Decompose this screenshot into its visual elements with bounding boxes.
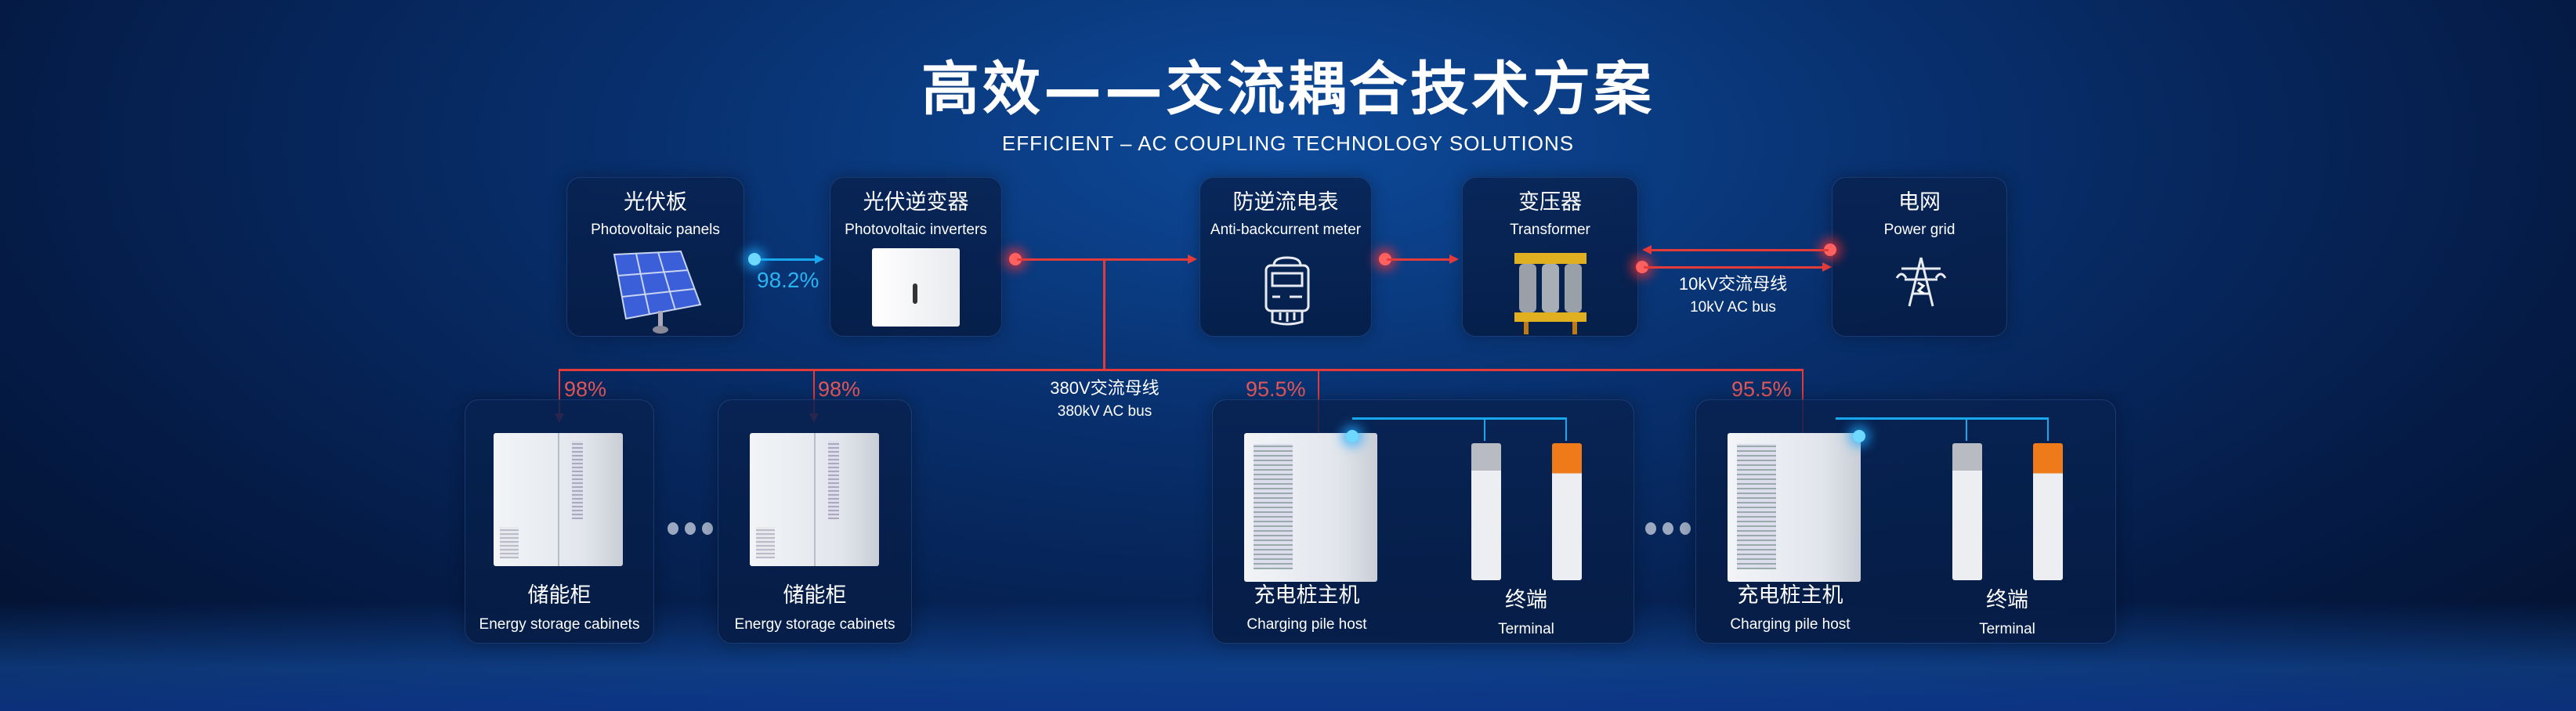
drop-line (559, 369, 560, 416)
terminal-label-zh: 终端 (1505, 588, 1547, 612)
meter-icon (1264, 256, 1310, 326)
charging-terminal-icon (2033, 443, 2063, 580)
node-transformer: 变压器 Transformer (1462, 177, 1638, 337)
host-label-en: Charging pile host (1246, 616, 1367, 633)
node-charging-group-2: 充电桩主机 Charging pile host 终端 Terminal (1695, 399, 2116, 644)
efficiency-label: 98% (564, 377, 607, 401)
node-label-en: Energy storage cabinets (479, 616, 640, 633)
solar-panel-icon (613, 250, 702, 334)
host-to-terminal-line (2047, 417, 2049, 441)
efficiency-label: 95.5% (1246, 377, 1306, 401)
grid-to-transformer-line (1650, 249, 1829, 251)
charging-host-icon (1728, 433, 1861, 582)
charging-terminal-icon (1471, 443, 1501, 580)
node-meter: 防逆流电表 Anti-backcurrent meter (1199, 177, 1372, 337)
host-label-zh: 充电桩主机 (1737, 583, 1843, 608)
node-pv-inverter: 光伏逆变器 Photovoltaic inverters (830, 177, 1002, 337)
node-label-zh: 储能柜 (527, 583, 592, 608)
charging-terminal-icon (1552, 443, 1582, 580)
inverter-to-bus-line (1103, 258, 1105, 370)
arrow-right-icon (1188, 254, 1197, 264)
node-label-zh: 变压器 (1518, 190, 1582, 215)
efficiency-label: 98% (818, 377, 861, 401)
node-label-en: Power grid (1883, 222, 1956, 238)
meter-to-transformer-line (1387, 258, 1451, 261)
inverter-icon (872, 248, 960, 327)
more-ellipsis-icon (668, 522, 713, 535)
pv-output-dot (748, 253, 761, 265)
node-label-zh: 光伏板 (624, 190, 687, 215)
more-ellipsis-icon (1645, 522, 1691, 535)
node-label-en: Energy storage cabinets (734, 616, 895, 633)
host-label-en: Charging pile host (1730, 616, 1851, 633)
node-label-en: Transformer (1510, 222, 1590, 238)
terminal-label-en: Terminal (1979, 621, 2035, 637)
power-tower-icon (1895, 257, 1947, 307)
host-to-terminal-line (1484, 417, 1485, 441)
energy-storage-cabinet-icon (494, 433, 623, 566)
transformer-to-grid-line (1644, 266, 1822, 269)
node-energy-storage-1: 储能柜 Energy storage cabinets (465, 399, 654, 644)
energy-storage-cabinet-icon (750, 433, 879, 566)
node-label-en: Photovoltaic panels (591, 222, 720, 238)
charging-host-icon (1244, 433, 1377, 582)
host-to-terminal-line (1836, 417, 2049, 420)
host-label-zh: 充电桩主机 (1254, 583, 1360, 608)
page-subtitle: EFFICIENT – AC COUPLING TECHNOLOGY SOLUT… (1001, 132, 1575, 155)
node-pv-panels: 光伏板 Photovoltaic panels (566, 177, 744, 337)
node-label-zh: 电网 (1898, 190, 1941, 215)
drop-line (813, 369, 815, 416)
node-label-zh: 防逆流电表 (1232, 190, 1339, 215)
node-label-zh: 储能柜 (783, 583, 847, 608)
terminal-label-en: Terminal (1498, 621, 1554, 637)
arrow-right-icon (1449, 254, 1459, 264)
host-output-dot (1853, 430, 1865, 442)
bus-10kv-label-en: 10kV AC bus (1690, 299, 1776, 316)
efficiency-label: 95.5% (1731, 377, 1792, 401)
node-energy-storage-2: 储能柜 Energy storage cabinets (718, 399, 912, 644)
host-to-terminal-line (1966, 417, 1967, 441)
transformer-icon (1514, 253, 1586, 334)
arrow-left-icon (1642, 245, 1652, 254)
pv-to-inverter-line (754, 258, 818, 261)
node-label-en: Anti-backcurrent meter (1210, 222, 1362, 238)
inverter-output-dot (1009, 253, 1022, 265)
grid-dot (1824, 244, 1836, 256)
bus-380v-line (559, 369, 1804, 371)
transformer-dot (1636, 261, 1648, 273)
host-output-dot (1346, 430, 1359, 442)
bus-380v-label-zh: 380V交流母线 (1050, 378, 1160, 398)
node-label-zh: 光伏逆变器 (863, 190, 969, 215)
charging-terminal-icon (1952, 443, 1982, 580)
host-to-terminal-line (1352, 417, 1567, 420)
arrow-right-icon (815, 254, 824, 264)
arrow-right-icon (1822, 262, 1832, 272)
host-to-terminal-line (1565, 417, 1567, 441)
bus-380v-label-en: 380kV AC bus (1057, 403, 1152, 420)
node-label-en: Photovoltaic inverters (845, 222, 987, 238)
meter-output-dot (1379, 253, 1391, 265)
terminal-label-zh: 终端 (1986, 588, 2028, 612)
node-charging-group-1: 充电桩主机 Charging pile host 终端 Terminal (1212, 399, 1634, 644)
bus-10kv-label-zh: 10kV交流母线 (1678, 274, 1788, 294)
node-power-grid: 电网 Power grid (1832, 177, 2007, 337)
page-title: 高效——交流耦合技术方案 (921, 56, 1655, 123)
pv-efficiency: 98.2% (757, 268, 819, 292)
